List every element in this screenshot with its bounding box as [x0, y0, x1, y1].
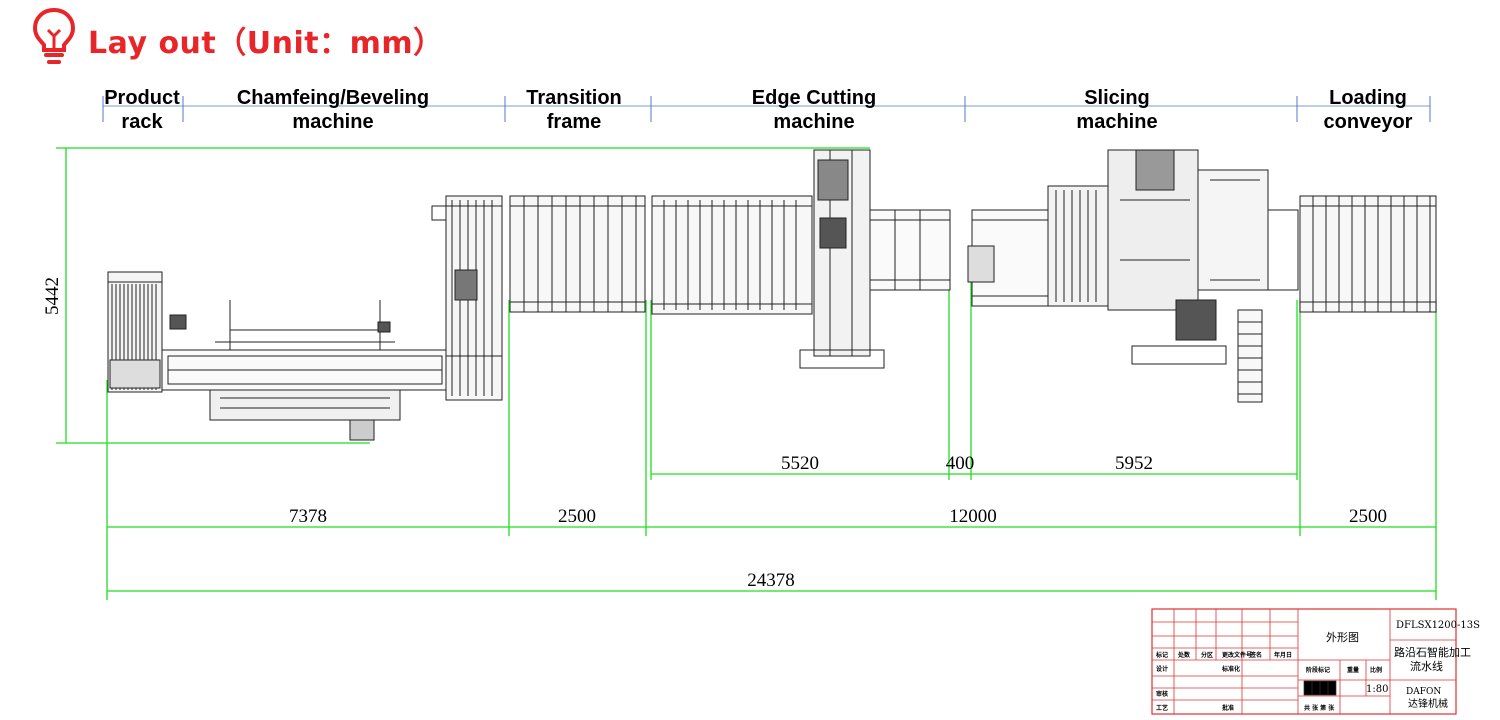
page-title: Lay out（Unit：mm）	[88, 26, 444, 61]
section-label-chamfering-1: Chamfeing/Beveling	[237, 87, 429, 109]
section-label-loading-1: Loading	[1329, 87, 1407, 109]
title-block: 标记 处数 分区 更改文件号 签名 年月日 设计 标准化 阶段标记 重量 比例 …	[1151, 608, 1480, 715]
dim-transition: 2500	[558, 506, 596, 527]
loading-conveyor-drawing	[1299, 195, 1437, 313]
tb-date: 年月日	[1274, 651, 1292, 659]
tb-drawing-name: 外形图	[1326, 631, 1359, 644]
dim-loading: 2500	[1349, 506, 1387, 527]
tb-approve: 批准	[1222, 704, 1234, 712]
dim-middle: 12000	[949, 506, 997, 527]
slicing-machine-drawing	[967, 149, 1299, 403]
section-header-row: Product rack Chamfeing/Beveling machine …	[102, 87, 1431, 133]
section-label-chamfering-2: machine	[292, 111, 373, 133]
dim-gap: 400	[946, 453, 975, 474]
dim-chamfering: 7378	[289, 506, 327, 527]
tb-stage: 阶段标记	[1306, 666, 1330, 674]
tb-drawing-code: DFLSX1200-13S	[1396, 620, 1480, 631]
section-label-product-rack-1: Product	[104, 87, 180, 109]
lightbulb-icon	[32, 7, 76, 64]
tb-process: 工艺	[1156, 704, 1168, 712]
product-rack-drawing	[107, 271, 163, 393]
transition-frame-drawing	[509, 195, 646, 313]
tb-company-cn: 达锋机械	[1408, 697, 1448, 710]
tb-product-name-1: 路沿石智能加工	[1394, 645, 1471, 659]
section-label-transition-1: Transition	[526, 87, 622, 109]
dim-height: 5442	[42, 277, 63, 315]
section-label-edge-cutting-1: Edge Cutting	[752, 87, 876, 109]
tb-zone: 分区	[1201, 651, 1213, 659]
tb-weight: 重量	[1347, 666, 1359, 674]
tb-sheets: 共 张 第 张	[1304, 704, 1335, 712]
tb-ratio: 比例	[1370, 666, 1382, 674]
section-label-slicing-1: Slicing	[1084, 87, 1150, 109]
tb-signature: 签名	[1249, 651, 1262, 659]
tb-mark: 标记	[1155, 651, 1168, 659]
edge-cutting-machine-drawing	[651, 149, 951, 369]
dim-total: 24378	[747, 570, 795, 591]
machine-drawings	[107, 149, 1437, 441]
tb-standard: 标准化	[1221, 665, 1240, 673]
section-label-product-rack-2: rack	[121, 111, 163, 133]
tb-change-no: 更改文件号	[1222, 651, 1252, 659]
section-label-transition-2: frame	[547, 111, 601, 133]
tb-review: 审核	[1156, 690, 1168, 698]
chamfering-machine-drawing	[161, 195, 503, 441]
dim-edge-cutting: 5520	[781, 453, 819, 474]
dim-slicing: 5952	[1115, 453, 1153, 474]
tb-scale: 1:80	[1366, 684, 1388, 695]
tb-design: 设计	[1156, 665, 1168, 673]
tb-count: 处数	[1177, 651, 1191, 659]
tb-company-en: DAFON	[1406, 687, 1441, 697]
tb-product-name-2: 流水线	[1410, 659, 1443, 673]
section-label-edge-cutting-2: machine	[773, 111, 854, 133]
section-label-loading-2: conveyor	[1324, 111, 1413, 133]
title-bar: Lay out（Unit：mm）	[30, 6, 730, 66]
section-label-slicing-2: machine	[1076, 111, 1157, 133]
